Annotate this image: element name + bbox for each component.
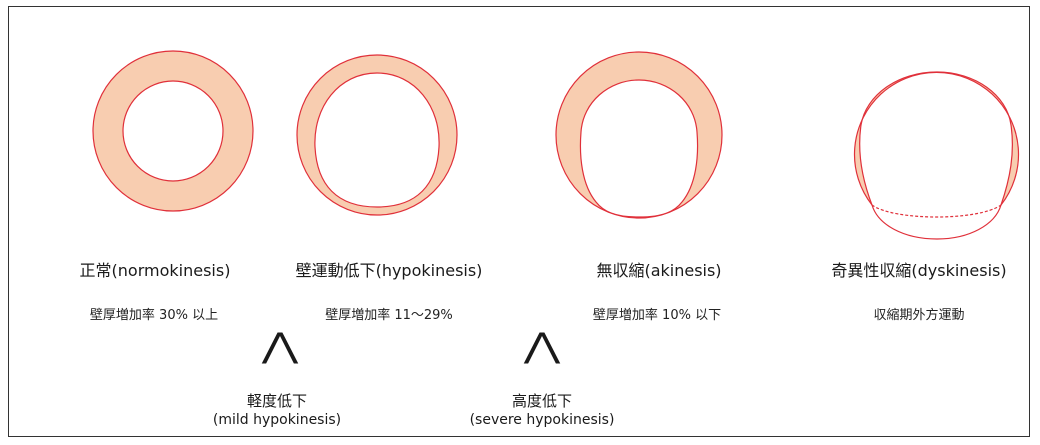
- label-akinesis: 無収縮(akinesis): [596, 261, 722, 280]
- note-dyskinesis: 収縮期外方運動: [873, 308, 965, 323]
- label-hypokinesis: 壁運動低下(hypokinesis): [295, 261, 483, 280]
- note-hypokinesis: 壁厚増加率 11～29%: [325, 308, 453, 323]
- label-dyskinesis: 奇異性収縮(dyskinesis): [831, 261, 1007, 280]
- label-normokinesis: 正常(normokinesis): [79, 261, 231, 280]
- outer-contour-normokinesis: [92, 50, 254, 212]
- inner-contour-dyskinesis: [859, 71, 1013, 206]
- inner-contour-akinesis: [579, 79, 699, 218]
- inner-contour-hypokinesis: [314, 72, 440, 208]
- note-akinesis: 壁厚増加率 10% 以下: [592, 308, 722, 323]
- heart-hypokinesis: [296, 54, 458, 216]
- note-normokinesis: 壁厚増加率 30% 以上: [89, 308, 219, 323]
- diagram-frame: 正常(normokinesis) 壁運動低下(hypokinesis) 無収縮(…: [8, 6, 1030, 437]
- label-mild-hypokinesis-en: (mild hypokinesis): [212, 412, 342, 428]
- caret-severe-icon: ⋀: [523, 326, 561, 366]
- label-severe-hypokinesis-en: (severe hypokinesis): [469, 412, 615, 428]
- wall-ring-hypokinesis: [296, 54, 457, 216]
- wall-motion-diagram: [92, 50, 1020, 240]
- label-severe-hypokinesis: 高度低下: [511, 392, 573, 410]
- label-mild-hypokinesis: 軽度低下: [246, 392, 308, 410]
- inner-contour-normokinesis: [122, 80, 224, 182]
- dashed-original-contour-dyskinesis: [871, 204, 1002, 218]
- outer-contour-hypokinesis: [296, 54, 458, 216]
- caret-mild-icon: ⋀: [261, 326, 299, 366]
- heart-akinesis: [555, 51, 723, 219]
- wall-ring-akinesis: [556, 52, 722, 218]
- outer-contour-akinesis: [555, 51, 723, 219]
- wall-ring-normokinesis: [92, 50, 254, 212]
- heart-dyskinesis: [853, 71, 1020, 240]
- wall-ring-dyskinesis: [854, 72, 1019, 220]
- heart-normokinesis: [92, 50, 254, 212]
- bulge-contour-dyskinesis: [871, 204, 1002, 240]
